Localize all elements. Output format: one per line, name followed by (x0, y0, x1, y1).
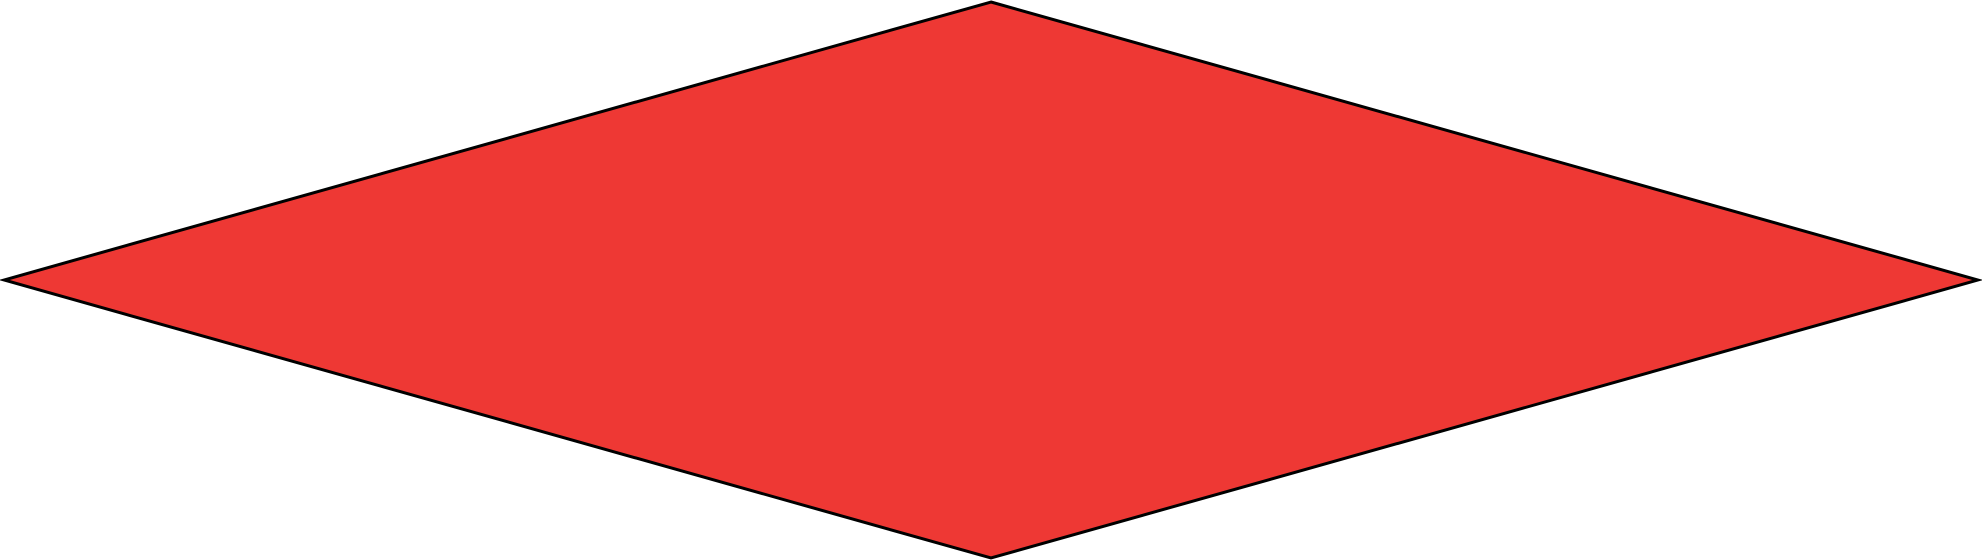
diagram-svg (0, 0, 1982, 560)
diagram-canvas (0, 0, 1982, 560)
red-diamond-shape (0, 0, 1982, 560)
